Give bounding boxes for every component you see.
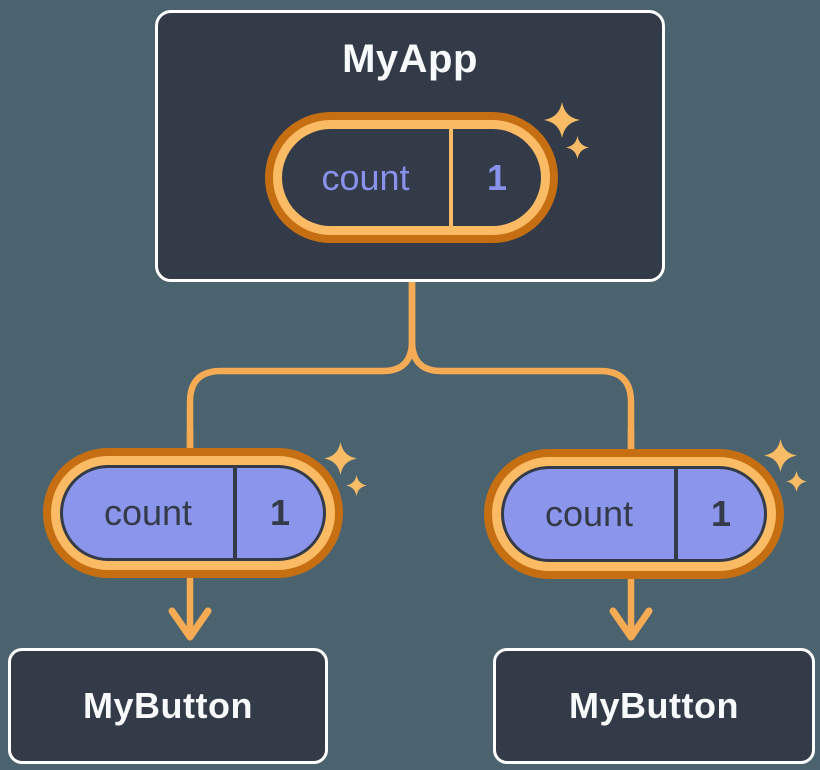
state-key: count [321,156,410,198]
prop-key: count [544,493,634,534]
pill-ring: count 1 [51,456,335,570]
connector-branch-left [186,279,416,456]
node-myapp-title: MyApp [342,37,478,81]
sparkle-icon [566,136,589,159]
arrow-down-icon [609,607,653,641]
sparkle-icon [764,439,797,472]
sparkle-icon [544,102,580,138]
pill-body: count 1 [60,465,326,561]
pill-divider [449,129,453,226]
sparkle-icon [786,471,807,492]
prop-value: 1 [269,492,291,533]
pill-ring: count 1 [492,457,776,571]
prop-pill-right: count 1 [484,449,784,579]
pill-body: count 1 [282,129,541,226]
pill-body: count 1 [501,466,767,562]
arrow-down-icon [168,607,212,641]
pill-ring: count 1 [273,120,550,235]
node-mybutton-left: MyButton [8,648,328,764]
connector-branch-right [408,279,635,456]
state-value: 1 [486,156,508,198]
state-pill-myapp: count 1 [265,112,558,243]
node-mybutton-title: MyButton [83,685,253,726]
sparkle-icon [346,475,367,496]
sparkle-icon [324,442,357,475]
pill-divider [233,468,237,558]
prop-value: 1 [710,493,732,534]
node-mybutton-title: MyButton [569,685,739,726]
node-mybutton-right: MyButton [493,648,815,764]
prop-pill-left: count 1 [43,448,343,578]
pill-divider [674,469,678,559]
prop-key: count [103,492,193,533]
